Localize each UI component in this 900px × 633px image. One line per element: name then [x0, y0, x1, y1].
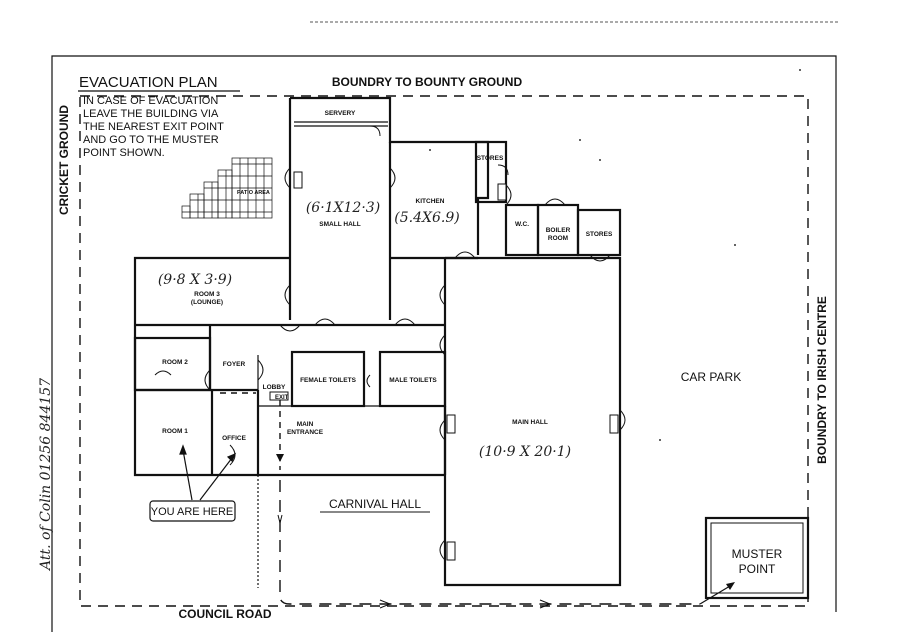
scan-specks — [429, 69, 801, 441]
patio-grid — [181, 157, 273, 219]
instruction-line: LEAVE THE BUILDING VIA — [83, 108, 219, 120]
room-label-room3: ROOM 3 — [194, 291, 220, 298]
sheet-border — [51, 55, 837, 632]
room-dims-small-hall: (6·1X12·3) — [306, 200, 380, 216]
area-label-carnival-hall: CARNIVAL HALL — [329, 497, 421, 511]
boundary-label-right: BOUNDRY TO IRISH CENTRE — [815, 296, 829, 464]
room-label-kitchen: KITCHEN — [416, 198, 445, 205]
you-are-here-box — [149, 500, 236, 522]
exit-signs — [269, 171, 619, 561]
room-label-entrance: ENTRANCE — [287, 429, 324, 436]
plan-title: EVACUATION PLAN — [79, 74, 218, 91]
boundary-label-top: BOUNDRY TO BOUNTY GROUND — [332, 75, 523, 89]
room-label-main: MAIN — [297, 421, 314, 428]
instruction-line: POINT SHOWN. — [83, 147, 165, 159]
handwritten-contact-note: Att. of Colin 01256 844157 — [38, 378, 54, 572]
room-label-office: OFFICE — [222, 435, 246, 442]
room-label-small-hall: SMALL HALL — [319, 221, 360, 228]
room-label-stores-top: STORES — [477, 155, 504, 162]
you-are-here-label: YOU ARE HERE — [151, 506, 234, 518]
instruction-line: IN CASE OF EVACUATION — [83, 95, 218, 107]
room-dims-kitchen: (5.4X6.9) — [394, 210, 459, 226]
boundary-label-left: CRICKET GROUND — [57, 105, 71, 215]
site-boundary — [79, 95, 809, 607]
room-label-boiler-room: ROOM — [548, 235, 568, 242]
room-label-foyer: FOYER — [223, 361, 246, 368]
exit-sign-label: EXIT — [275, 395, 289, 401]
door-swings — [154, 125, 626, 561]
room-dims-lounge: (9·8 X 3·9) — [158, 272, 232, 288]
room-label-room2: ROOM 2 — [162, 359, 188, 366]
room-label-lounge: (LOUNGE) — [191, 299, 223, 306]
room-label-male-toilets: MALE TOILETS — [389, 377, 437, 384]
boundary-label-bottom: COUNCIL ROAD — [178, 607, 271, 621]
room-label-servery: SERVERY — [325, 110, 356, 117]
room-label-main-hall: MAIN HALL — [512, 419, 548, 426]
patio-label: PATIO AREA — [237, 190, 270, 196]
instruction-line: AND GO TO THE MUSTER — [83, 134, 219, 146]
area-label-car-park: CAR PARK — [681, 370, 741, 384]
you-are-here-pointers — [179, 444, 237, 501]
room-dims-main-hall: (10·9 X 20·1) — [479, 444, 571, 460]
muster-point-box-inner — [710, 522, 804, 594]
room-label-room1: ROOM 1 — [162, 428, 188, 435]
muster-point-label-2: POINT — [739, 562, 776, 576]
muster-point-box-outer — [704, 516, 810, 600]
room-label-female-toilets: FEMALE TOILETS — [300, 377, 357, 384]
room-label-lobby: LOBBY — [263, 384, 286, 391]
room-label-wc: W.C. — [515, 221, 529, 228]
instruction-line: THE NEAREST EXIT POINT — [83, 121, 224, 133]
muster-point-label: MUSTER — [732, 547, 783, 561]
room-label-boiler: BOILER — [546, 227, 571, 234]
evacuation-route — [220, 392, 735, 609]
room-label-stores-right: STORES — [586, 231, 613, 238]
building-walls — [133, 96, 622, 588]
